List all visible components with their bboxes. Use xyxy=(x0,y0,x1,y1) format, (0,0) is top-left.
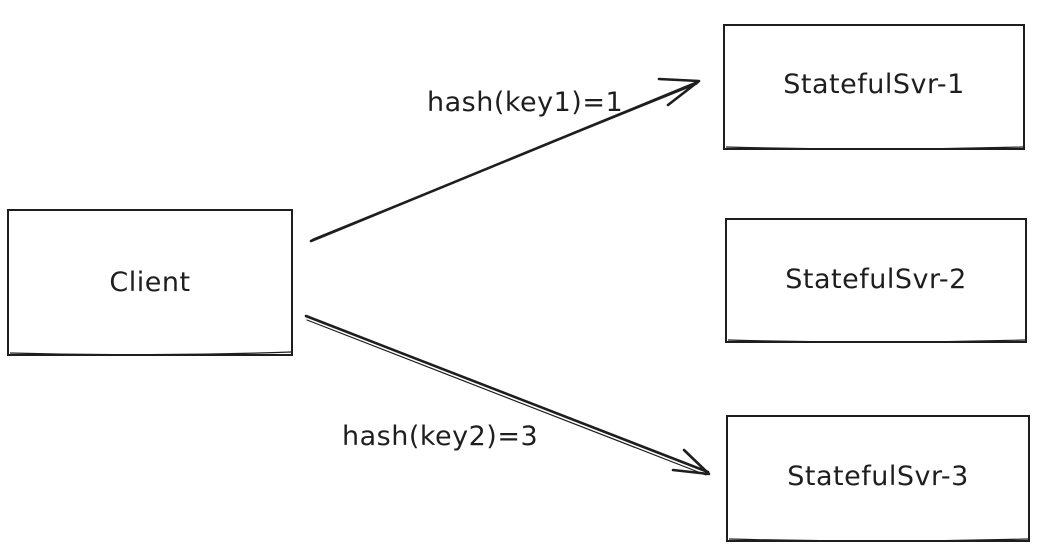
server-2-node-label: StatefulSvr-2 xyxy=(785,264,967,295)
edge-label-1: hash(key1)=1 xyxy=(427,87,623,118)
client-node[interactable]: Client xyxy=(7,209,293,356)
server-3-node-label: StatefulSvr-3 xyxy=(787,461,969,492)
edge-client-to-server-3[interactable]: hash(key2)=3 xyxy=(304,314,711,476)
edge-line-3 xyxy=(304,314,710,474)
arrowhead-1 xyxy=(657,77,701,107)
client-node-label: Client xyxy=(109,267,190,298)
server-3-node[interactable]: StatefulSvr-3 xyxy=(726,415,1030,542)
server-2-node[interactable]: StatefulSvr-2 xyxy=(725,218,1027,343)
server-1-node[interactable]: StatefulSvr-1 xyxy=(723,24,1025,150)
edge-client-to-server-1[interactable]: hash(key1)=1 xyxy=(309,77,701,243)
edge-label-3: hash(key2)=3 xyxy=(342,421,538,452)
server-1-node-label: StatefulSvr-1 xyxy=(783,69,965,100)
arrowhead-3 xyxy=(671,448,711,476)
